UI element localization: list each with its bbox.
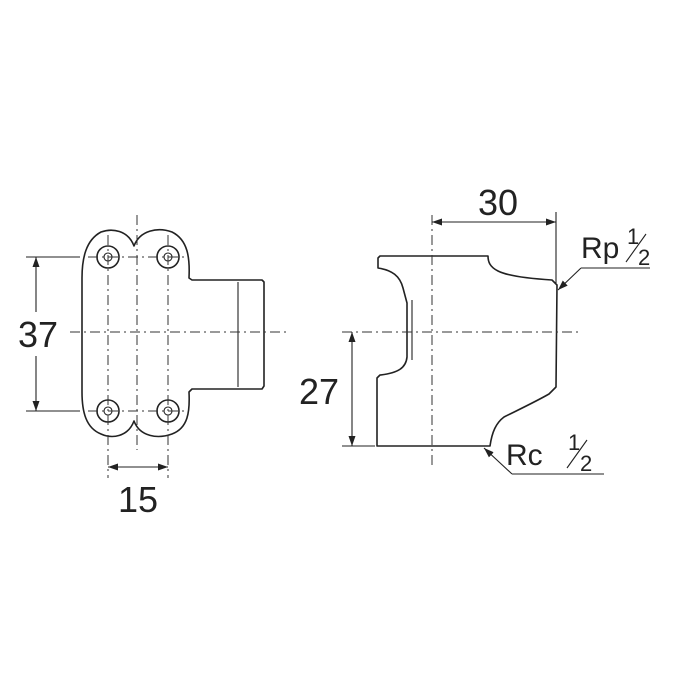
- rp-thread-label: Rp 1 2: [581, 224, 650, 270]
- dimension-37-label: 37: [18, 314, 58, 355]
- rc-thread-type: Rc: [506, 439, 543, 472]
- rp-thread-type: Rp: [581, 232, 619, 265]
- rc-leader-line: [483, 447, 513, 475]
- rc-thread-label: Rc 1 2: [506, 430, 592, 476]
- rc-thread-denominator: 2: [580, 451, 592, 476]
- dimension-27-label: 27: [299, 371, 339, 412]
- rc-fraction-bar: [566, 439, 588, 469]
- front-view-outline: [81, 229, 265, 438]
- rp-thread-numerator: 1: [627, 224, 639, 249]
- side-view-outline: [376, 255, 558, 447]
- rp-fraction-bar: [625, 233, 647, 263]
- dimension-30-label: 30: [478, 182, 518, 223]
- rp-leader-line: [557, 267, 582, 291]
- rc-thread-numerator: 1: [568, 430, 580, 455]
- dimension-15-label: 15: [118, 479, 158, 520]
- rp-thread-denominator: 2: [638, 245, 650, 270]
- front-view: 37 15: [10, 215, 290, 520]
- side-view: 30 27 Rp 1 2 Rc 1 2: [299, 182, 650, 476]
